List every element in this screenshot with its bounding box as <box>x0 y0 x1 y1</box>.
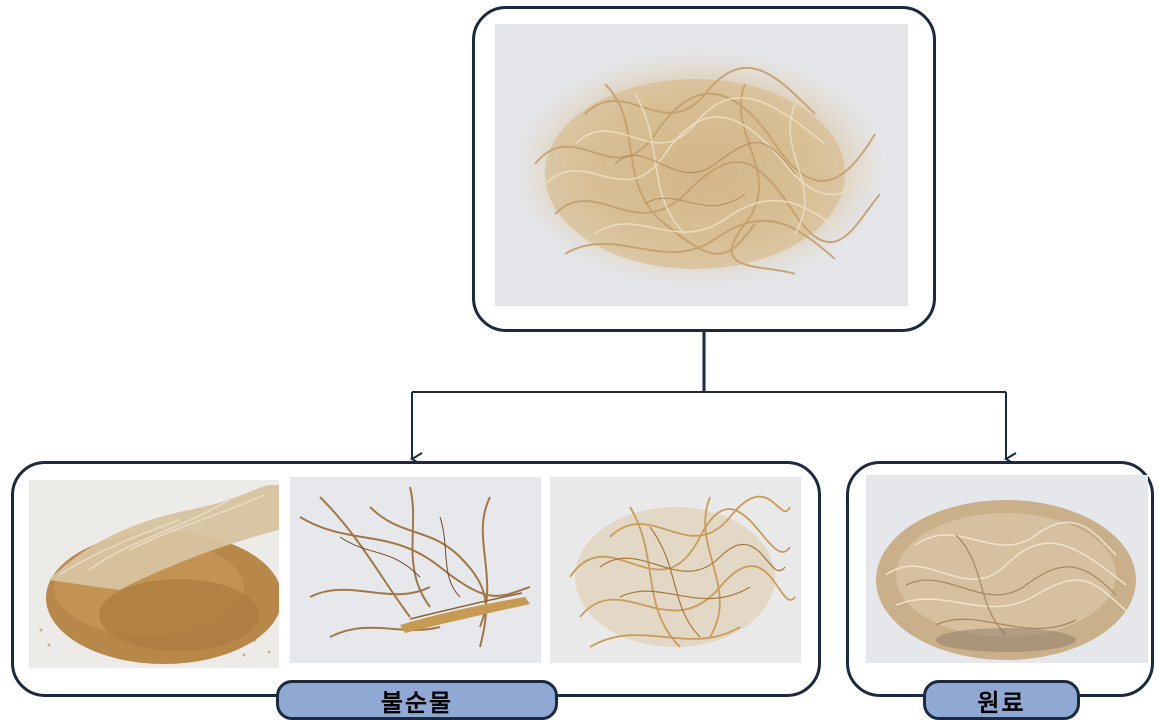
raw-material-label: 원료 <box>923 680 1080 720</box>
raw-fiber-bundle-photo <box>495 24 908 306</box>
coarse-stem-strands-photo <box>290 477 541 663</box>
impurities-label: 불순물 <box>276 680 558 720</box>
tangled-coarse-fibers-photo <box>550 477 801 663</box>
fine-dust-pile-photo <box>29 480 279 668</box>
refined-fiber-bundle-photo <box>866 475 1148 663</box>
